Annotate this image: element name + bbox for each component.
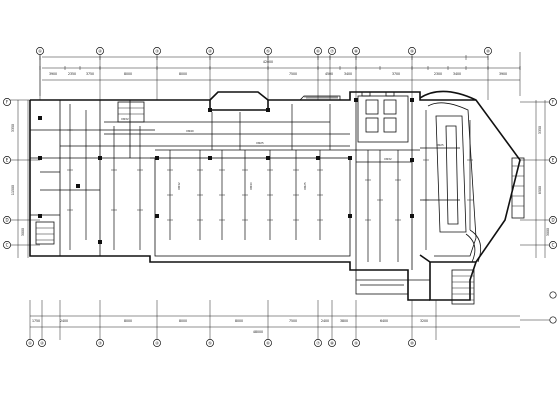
duct-label-7: DN32 [384,157,392,161]
building-outline [29,90,525,305]
dim-bottom-6: 7500 [289,319,297,323]
left-grid-and-dims: F E D C 3350 11500 3000 [3,98,40,258]
duct-label-4: DN32 [177,182,181,190]
dim-bottom-4: 8000 [179,319,187,323]
grid-top-2: ② [98,49,102,54]
grid-right-e: E [552,158,555,163]
grid-bottom-3: ③ [98,341,102,346]
grid-left-e: E [6,158,9,163]
corner-markers [520,291,557,324]
dim-bottom-3: 8000 [124,319,132,323]
grid-top-10: ⑩ [486,49,490,54]
grid-left-c: C [6,243,9,248]
dim-right-3: 3000 [546,228,550,236]
dim-left-2: 11500 [11,185,15,195]
dim-top-3: 3750 [86,72,94,76]
grid-top-4: ④ [208,49,212,54]
dim-bottom-5: 8000 [235,319,243,323]
bottom-grid-bubbles: ① ② ③ ④ ⑤ ⑥ ⑦ ⑧ ⑨ ⑩ [26,339,416,347]
dim-top-9: 3700 [392,72,400,76]
grid-right-c: C [552,243,555,248]
grid-top-9: ⑨ [410,49,414,54]
duct-label-5: DN40 [249,182,253,190]
grid-top-8: ⑧ [354,49,358,54]
grid-bottom-1: ① [28,341,32,346]
top-dimension-chain: 3900 2350 3750 8000 8000 7500 4500 3400 … [39,52,521,96]
dim-top-12: 3900 [499,72,507,76]
dim-top-2: 2350 [68,72,76,76]
grid-bottom-5: ⑤ [208,341,212,346]
dim-top-11: 3400 [453,72,461,76]
dim-bottom-total: 48000 [253,330,263,334]
duct-label-2: DN40 [186,129,194,133]
grid-bottom-4: ④ [155,341,159,346]
grid-left-d: D [5,218,8,223]
dim-right-1: 3350 [538,126,542,134]
duct-label-6: DN25 [303,182,307,190]
dim-top-1: 3900 [49,72,57,76]
grid-top-6: ⑥ [316,49,320,54]
bottom-dimension-chain: 1750 2400 8000 8000 8000 7500 2400 3800 … [29,300,520,340]
dim-bottom-2: 2400 [60,319,68,323]
duct-size-labels: DN32 DN40 DN25 DN32 DN40 DN25 DN32 DN25 [121,117,444,190]
duct-label-1: DN32 [121,117,129,121]
grid-bottom-6: ⑥ [266,341,270,346]
dim-top-10: 2300 [434,72,442,76]
grid-top-7: ⑦ [330,49,334,54]
grid-bottom-8: ⑧ [330,341,334,346]
grid-left-f: F [6,100,9,105]
right-grid-and-dims: F E D C 3350 8500 3000 [520,98,557,258]
duct-label-8: DN25 [436,143,444,147]
dim-bottom-1: 1750 [32,319,40,323]
grid-top-3: ③ [155,49,159,54]
dim-bottom-8: 3800 [340,319,348,323]
dim-top-8: 3400 [344,72,352,76]
grid-right-f: F [552,100,555,105]
dim-bottom-7: 2400 [321,319,329,323]
dim-bottom-10: 3200 [420,319,428,323]
grid-bottom-2: ② [40,341,44,346]
duct-runs [40,104,473,281]
dim-right-2: 8500 [538,186,542,194]
grid-top-5: ⑤ [266,49,270,54]
dim-top-5: 8000 [179,72,187,76]
grid-bottom-7: ⑦ [316,341,320,346]
dim-top-6: 7500 [289,72,297,76]
grid-top-1: ① [38,49,42,54]
dim-top-4: 8000 [124,72,132,76]
grid-bottom-9: ⑨ [354,341,358,346]
dim-bottom-9: 6400 [380,319,388,323]
dim-left-1: 3350 [11,124,15,132]
duct-label-3: DN25 [256,141,264,145]
grid-bottom-10: ⑩ [410,341,414,346]
top-grid-bubbles: ① ② ③ ④ ⑤ ⑥ ⑦ ⑧ ⑨ ⑩ [36,47,492,100]
dim-top-7: 4500 [325,72,333,76]
dim-left-3: 3000 [21,228,25,236]
structural-columns [38,98,414,244]
grid-right-d: D [551,218,554,223]
